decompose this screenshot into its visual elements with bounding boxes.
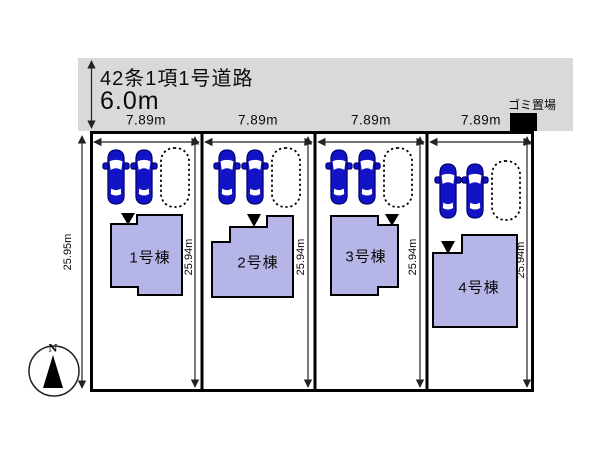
road-width-label: 6.0m — [100, 87, 160, 115]
lot1-car-icon — [130, 149, 158, 205]
building-1 — [110, 214, 183, 296]
compass-needle-icon — [43, 355, 63, 388]
lot1-width-label: 7.89m — [125, 112, 167, 128]
lot3-depth-label: 25.94m — [407, 238, 419, 276]
lot3-car-icon — [353, 149, 381, 205]
building-1-label: 1号棟 — [129, 249, 171, 267]
lot4-depth-label: 25.94m — [515, 241, 527, 279]
lot4-open-parking-space — [491, 160, 521, 221]
building-1-entrance-marker-icon — [121, 213, 135, 225]
building-2-entrance-marker-icon — [247, 214, 261, 227]
lot2-open-parking-space — [271, 147, 301, 208]
building-3-entrance-marker-icon — [385, 214, 399, 226]
building-4-label: 4号棟 — [458, 279, 500, 297]
lot1-car-icon — [102, 149, 130, 205]
lot2-depth-label: 25.94m — [295, 238, 307, 276]
road-name-label: 42条1項1号道路 — [100, 68, 254, 90]
building-2 — [211, 215, 294, 298]
building-2-label: 2号棟 — [237, 254, 279, 272]
lot3-car-icon — [325, 149, 353, 205]
road-band — [78, 58, 573, 131]
lot3-open-parking-space — [383, 147, 413, 208]
compass-north-label: N — [48, 343, 58, 355]
lot2-width-label: 7.89m — [237, 112, 279, 128]
lot4-car-icon — [434, 163, 462, 219]
lot2-car-icon — [213, 149, 241, 205]
garbage-area-label: ゴミ置場 — [508, 98, 557, 112]
garbage-area-box — [510, 113, 537, 131]
building-3 — [330, 215, 399, 296]
lot4-car-icon — [461, 163, 489, 219]
lot4-width-label: 7.89m — [460, 112, 502, 128]
building-3-label: 3号棟 — [345, 248, 387, 266]
building-4-entrance-marker-icon — [441, 241, 455, 254]
lots-outline — [90, 131, 534, 392]
lot1-open-parking-space — [160, 147, 190, 208]
lot1-depth-label: 25.94m — [183, 238, 195, 276]
building-4 — [432, 234, 518, 328]
lot3-width-label: 7.89m — [350, 112, 392, 128]
lot2-car-icon — [241, 149, 269, 205]
site-height-label: 25.95m — [62, 233, 74, 271]
